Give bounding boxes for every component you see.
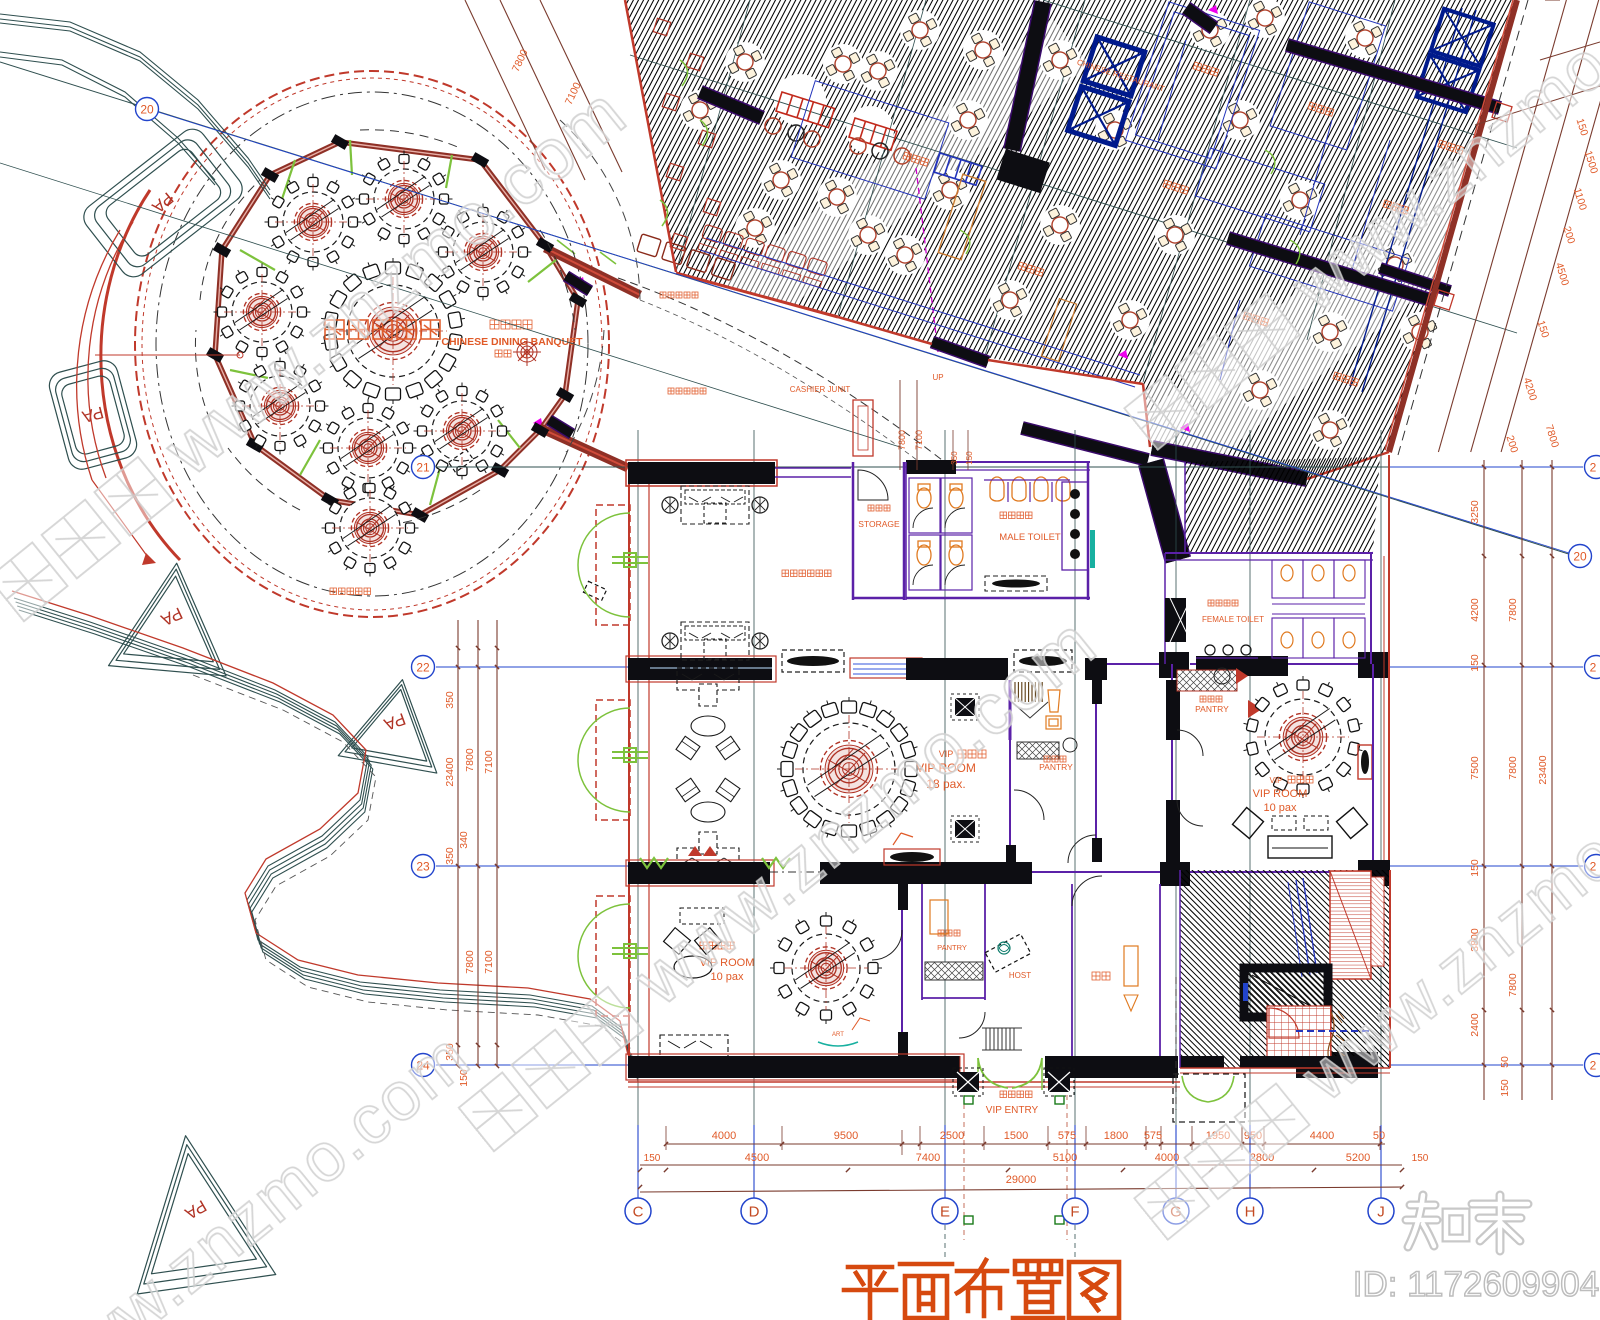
- svg-text:5200: 5200: [1346, 1152, 1370, 1164]
- svg-text:7100: 7100: [483, 750, 495, 774]
- svg-text:2: 2: [1590, 461, 1597, 475]
- svg-text:2500: 2500: [940, 1130, 964, 1142]
- svg-text:3800: 3800: [1469, 928, 1481, 952]
- svg-text:F: F: [1070, 1204, 1079, 1221]
- svg-text:150: 150: [458, 1069, 470, 1087]
- svg-text:ART: ART: [832, 1032, 844, 1038]
- svg-text:VIP ROOM: VIP ROOM: [1253, 788, 1308, 800]
- svg-text:7500: 7500: [1469, 756, 1481, 780]
- svg-text:4000: 4000: [712, 1130, 736, 1142]
- svg-text:FEMALE TOILET: FEMALE TOILET: [1202, 615, 1264, 624]
- svg-text:CASHIER JUNIT: CASHIER JUNIT: [790, 385, 851, 394]
- svg-text:PANTRY: PANTRY: [1039, 762, 1073, 772]
- svg-text:575: 575: [1144, 1130, 1162, 1142]
- svg-text:340: 340: [458, 831, 470, 849]
- svg-text:2: 2: [1590, 661, 1597, 675]
- svg-text:150: 150: [1574, 117, 1591, 137]
- svg-text:150: 150: [1469, 654, 1481, 672]
- svg-text:E: E: [940, 1204, 950, 1221]
- svg-text:CHINESE DINING BANQUET: CHINESE DINING BANQUET: [441, 336, 583, 348]
- svg-text:9500: 9500: [834, 1130, 858, 1142]
- svg-text:50: 50: [1373, 1130, 1385, 1142]
- svg-text:HOST: HOST: [1009, 971, 1031, 980]
- svg-text:23: 23: [416, 860, 430, 874]
- svg-text:350: 350: [444, 691, 456, 709]
- svg-text:VIP ENTRY: VIP ENTRY: [986, 1105, 1039, 1116]
- svg-text:ID: 1172609904: ID: 1172609904: [1353, 1265, 1600, 1304]
- svg-text:2: 2: [1590, 1059, 1597, 1073]
- svg-text:150: 150: [1535, 319, 1552, 339]
- svg-text:200: 200: [1561, 225, 1578, 245]
- svg-text:VIP ROOM: VIP ROOM: [700, 957, 755, 969]
- svg-text:7100: 7100: [483, 950, 495, 974]
- svg-text:PANTRY: PANTRY: [937, 943, 967, 952]
- svg-text:C: C: [633, 1204, 644, 1221]
- svg-text:150: 150: [644, 1153, 661, 1164]
- svg-text:7400: 7400: [916, 1152, 940, 1164]
- svg-text:1500: 1500: [1004, 1130, 1028, 1142]
- svg-text:7100: 7100: [914, 430, 924, 450]
- svg-text:350: 350: [950, 451, 959, 465]
- svg-text:7800: 7800: [1507, 756, 1519, 780]
- svg-text:H: H: [1245, 1204, 1256, 1221]
- svg-text:7800: 7800: [464, 950, 476, 974]
- svg-text:350: 350: [444, 1043, 456, 1061]
- svg-text:4500: 4500: [745, 1152, 769, 1164]
- svg-text:10 pax: 10 pax: [710, 971, 744, 983]
- svg-text:G: G: [1170, 1204, 1182, 1221]
- svg-text:200: 200: [1504, 434, 1521, 454]
- svg-text:350: 350: [444, 847, 456, 865]
- svg-text:ID: 1172609904: ID: 1172609904: [1353, 1265, 1600, 1304]
- svg-text:23400: 23400: [444, 757, 456, 786]
- svg-text:D: D: [749, 1204, 760, 1221]
- svg-text:50: 50: [1499, 1056, 1511, 1068]
- svg-text:7800: 7800: [1507, 973, 1519, 997]
- svg-text:5100: 5100: [1053, 1152, 1077, 1164]
- svg-text:21: 21: [416, 461, 430, 475]
- svg-text:MALE TOILET: MALE TOILET: [999, 532, 1061, 543]
- svg-text:10 pax: 10 pax: [1263, 802, 1297, 814]
- svg-text:1800: 1800: [1104, 1130, 1128, 1142]
- svg-text:STORAGE: STORAGE: [858, 519, 900, 529]
- svg-text:29000: 29000: [1006, 1174, 1037, 1186]
- svg-text:18 pax.: 18 pax.: [926, 777, 965, 791]
- svg-text:VIP: VIP: [939, 749, 954, 759]
- svg-text:4400: 4400: [1310, 1130, 1334, 1142]
- svg-text:24: 24: [416, 1059, 430, 1073]
- svg-text:150: 150: [1469, 859, 1481, 877]
- svg-text:150: 150: [1412, 1153, 1429, 1164]
- svg-text:3250: 3250: [1469, 500, 1481, 524]
- svg-text:PANTRY: PANTRY: [1195, 704, 1229, 714]
- svg-text:UP: UP: [932, 373, 943, 382]
- svg-text:VIP ROOM: VIP ROOM: [916, 761, 976, 775]
- svg-text:2400: 2400: [1469, 1013, 1481, 1037]
- svg-text:150: 150: [965, 451, 974, 465]
- svg-text:22: 22: [416, 661, 430, 675]
- svg-text:7800: 7800: [464, 748, 476, 772]
- svg-text:4000: 4000: [1155, 1152, 1179, 1164]
- svg-text:J: J: [1377, 1204, 1385, 1221]
- svg-text:575: 575: [1058, 1130, 1076, 1142]
- svg-text:1950: 1950: [1206, 1130, 1230, 1142]
- svg-text:VIP: VIP: [1270, 776, 1283, 785]
- svg-text:20: 20: [140, 103, 154, 117]
- svg-text:4200: 4200: [1469, 598, 1481, 622]
- svg-text:23400: 23400: [1537, 755, 1549, 784]
- svg-text:150: 150: [1499, 1079, 1511, 1097]
- svg-text:20: 20: [1573, 550, 1587, 564]
- svg-text:2: 2: [1590, 860, 1597, 874]
- svg-text:7800: 7800: [1507, 598, 1519, 622]
- svg-text:7800: 7800: [897, 430, 907, 450]
